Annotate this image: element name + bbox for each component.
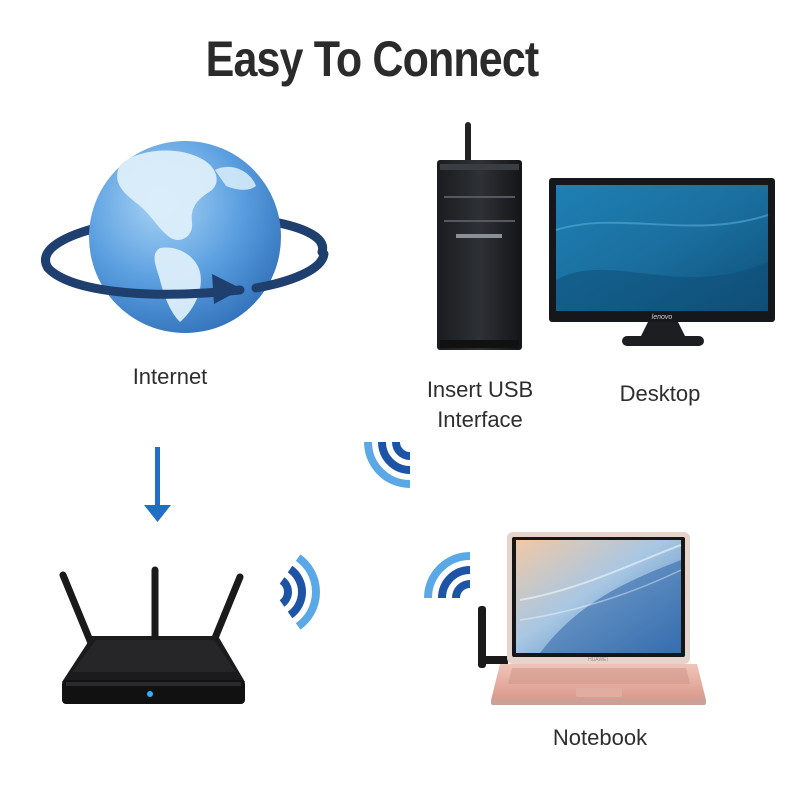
wifi-signal-icon [279,554,320,630]
wifi-arc [279,577,292,607]
pc-tower-icon [437,122,522,350]
internet-label: Internet [132,364,208,389]
laptop-brand: HUAWEI [588,657,608,663]
down-arrow-icon [144,447,171,522]
page-title: Easy To Connect [205,31,540,87]
wifi-signal-icon [364,441,411,488]
monitor-brand: lenovo [652,314,673,321]
globe-icon [41,141,329,333]
wifi-arc [392,441,411,460]
wifi-arc [424,552,471,599]
notebook-label: Notebook [552,725,648,750]
wifi-arc [438,566,471,599]
desktop-label: Desktop [619,381,701,406]
laptop-icon: HUAWEI [478,532,706,705]
usb-label-line2: Interface [437,407,523,432]
wifi-arc [452,580,471,599]
router-icon [59,566,245,704]
wifi-arc [287,565,306,619]
monitor-icon: lenovo [549,178,775,346]
wifi-arc [364,441,411,488]
usb-label-line1: Insert USB [426,377,534,402]
usb-interface-label: Insert USB Interface [400,375,560,435]
wifi-arc [378,441,411,474]
wifi-arc [295,554,320,630]
wifi-signal-icon [424,552,471,599]
